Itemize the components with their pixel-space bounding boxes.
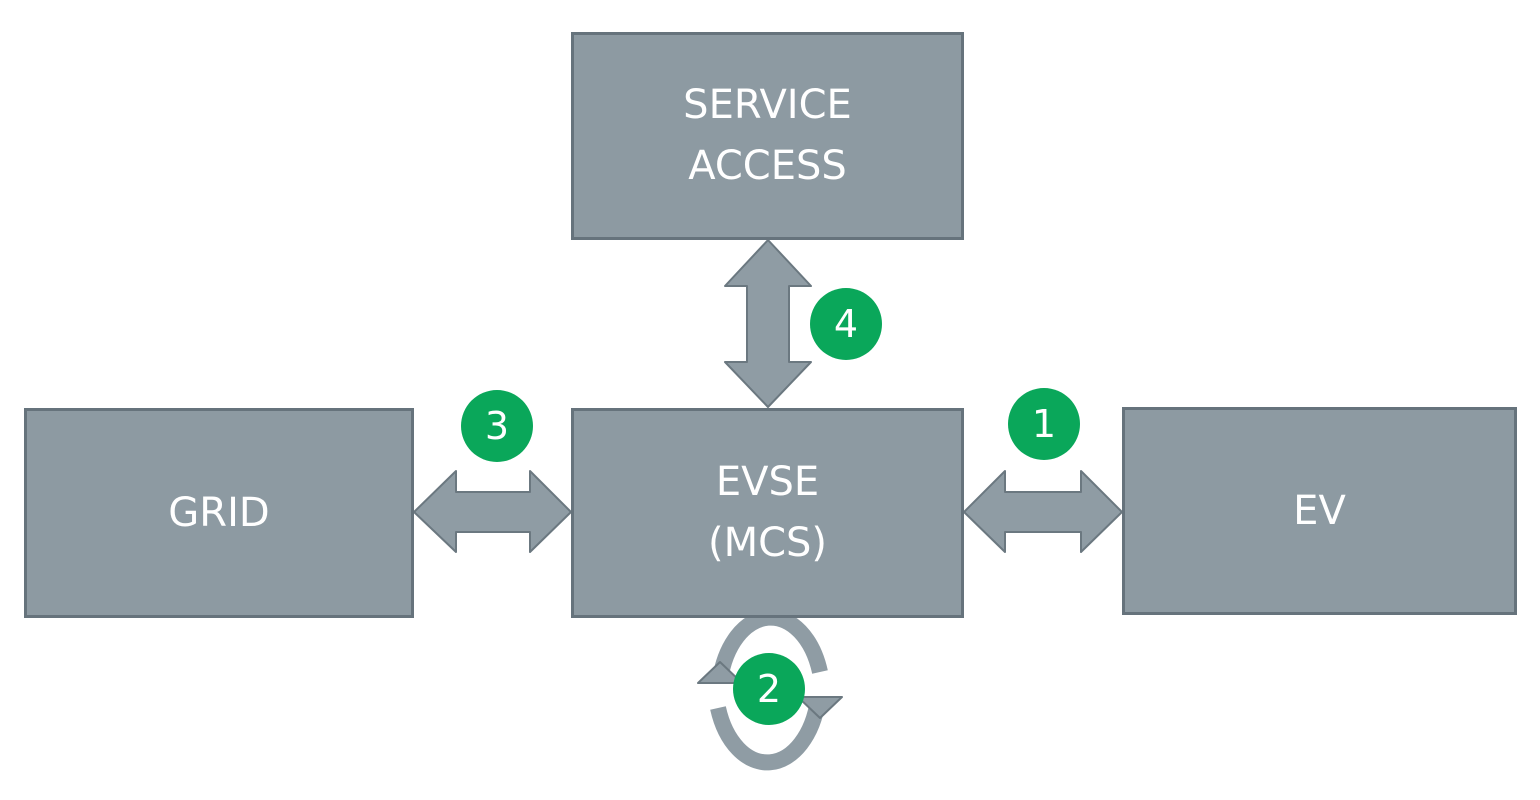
badge-grid-evse: 3 [461, 390, 533, 462]
grid-evse-arrow [413, 470, 572, 553]
badge-evse-internal: 2 [733, 653, 805, 725]
badge-service-evse: 4 [810, 288, 882, 360]
grid-label: GRID [168, 489, 270, 536]
evse-block: EVSE (MCS) [571, 408, 964, 618]
evse-ev-arrow [963, 470, 1123, 553]
service-evse-arrow [724, 239, 812, 408]
service-access-block: SERVICE ACCESS [571, 32, 964, 240]
evse-label-line1: EVSE [715, 459, 820, 505]
evse-label-line2: (MCS) [707, 520, 828, 566]
grid-block: GRID [24, 408, 414, 618]
service-access-label-line2: ACCESS [688, 143, 847, 189]
badge-evse-ev: 1 [1008, 388, 1080, 460]
ev-block: EV [1122, 407, 1517, 615]
service-access-label-line1: SERVICE [683, 82, 852, 128]
ev-label: EV [1293, 487, 1346, 534]
